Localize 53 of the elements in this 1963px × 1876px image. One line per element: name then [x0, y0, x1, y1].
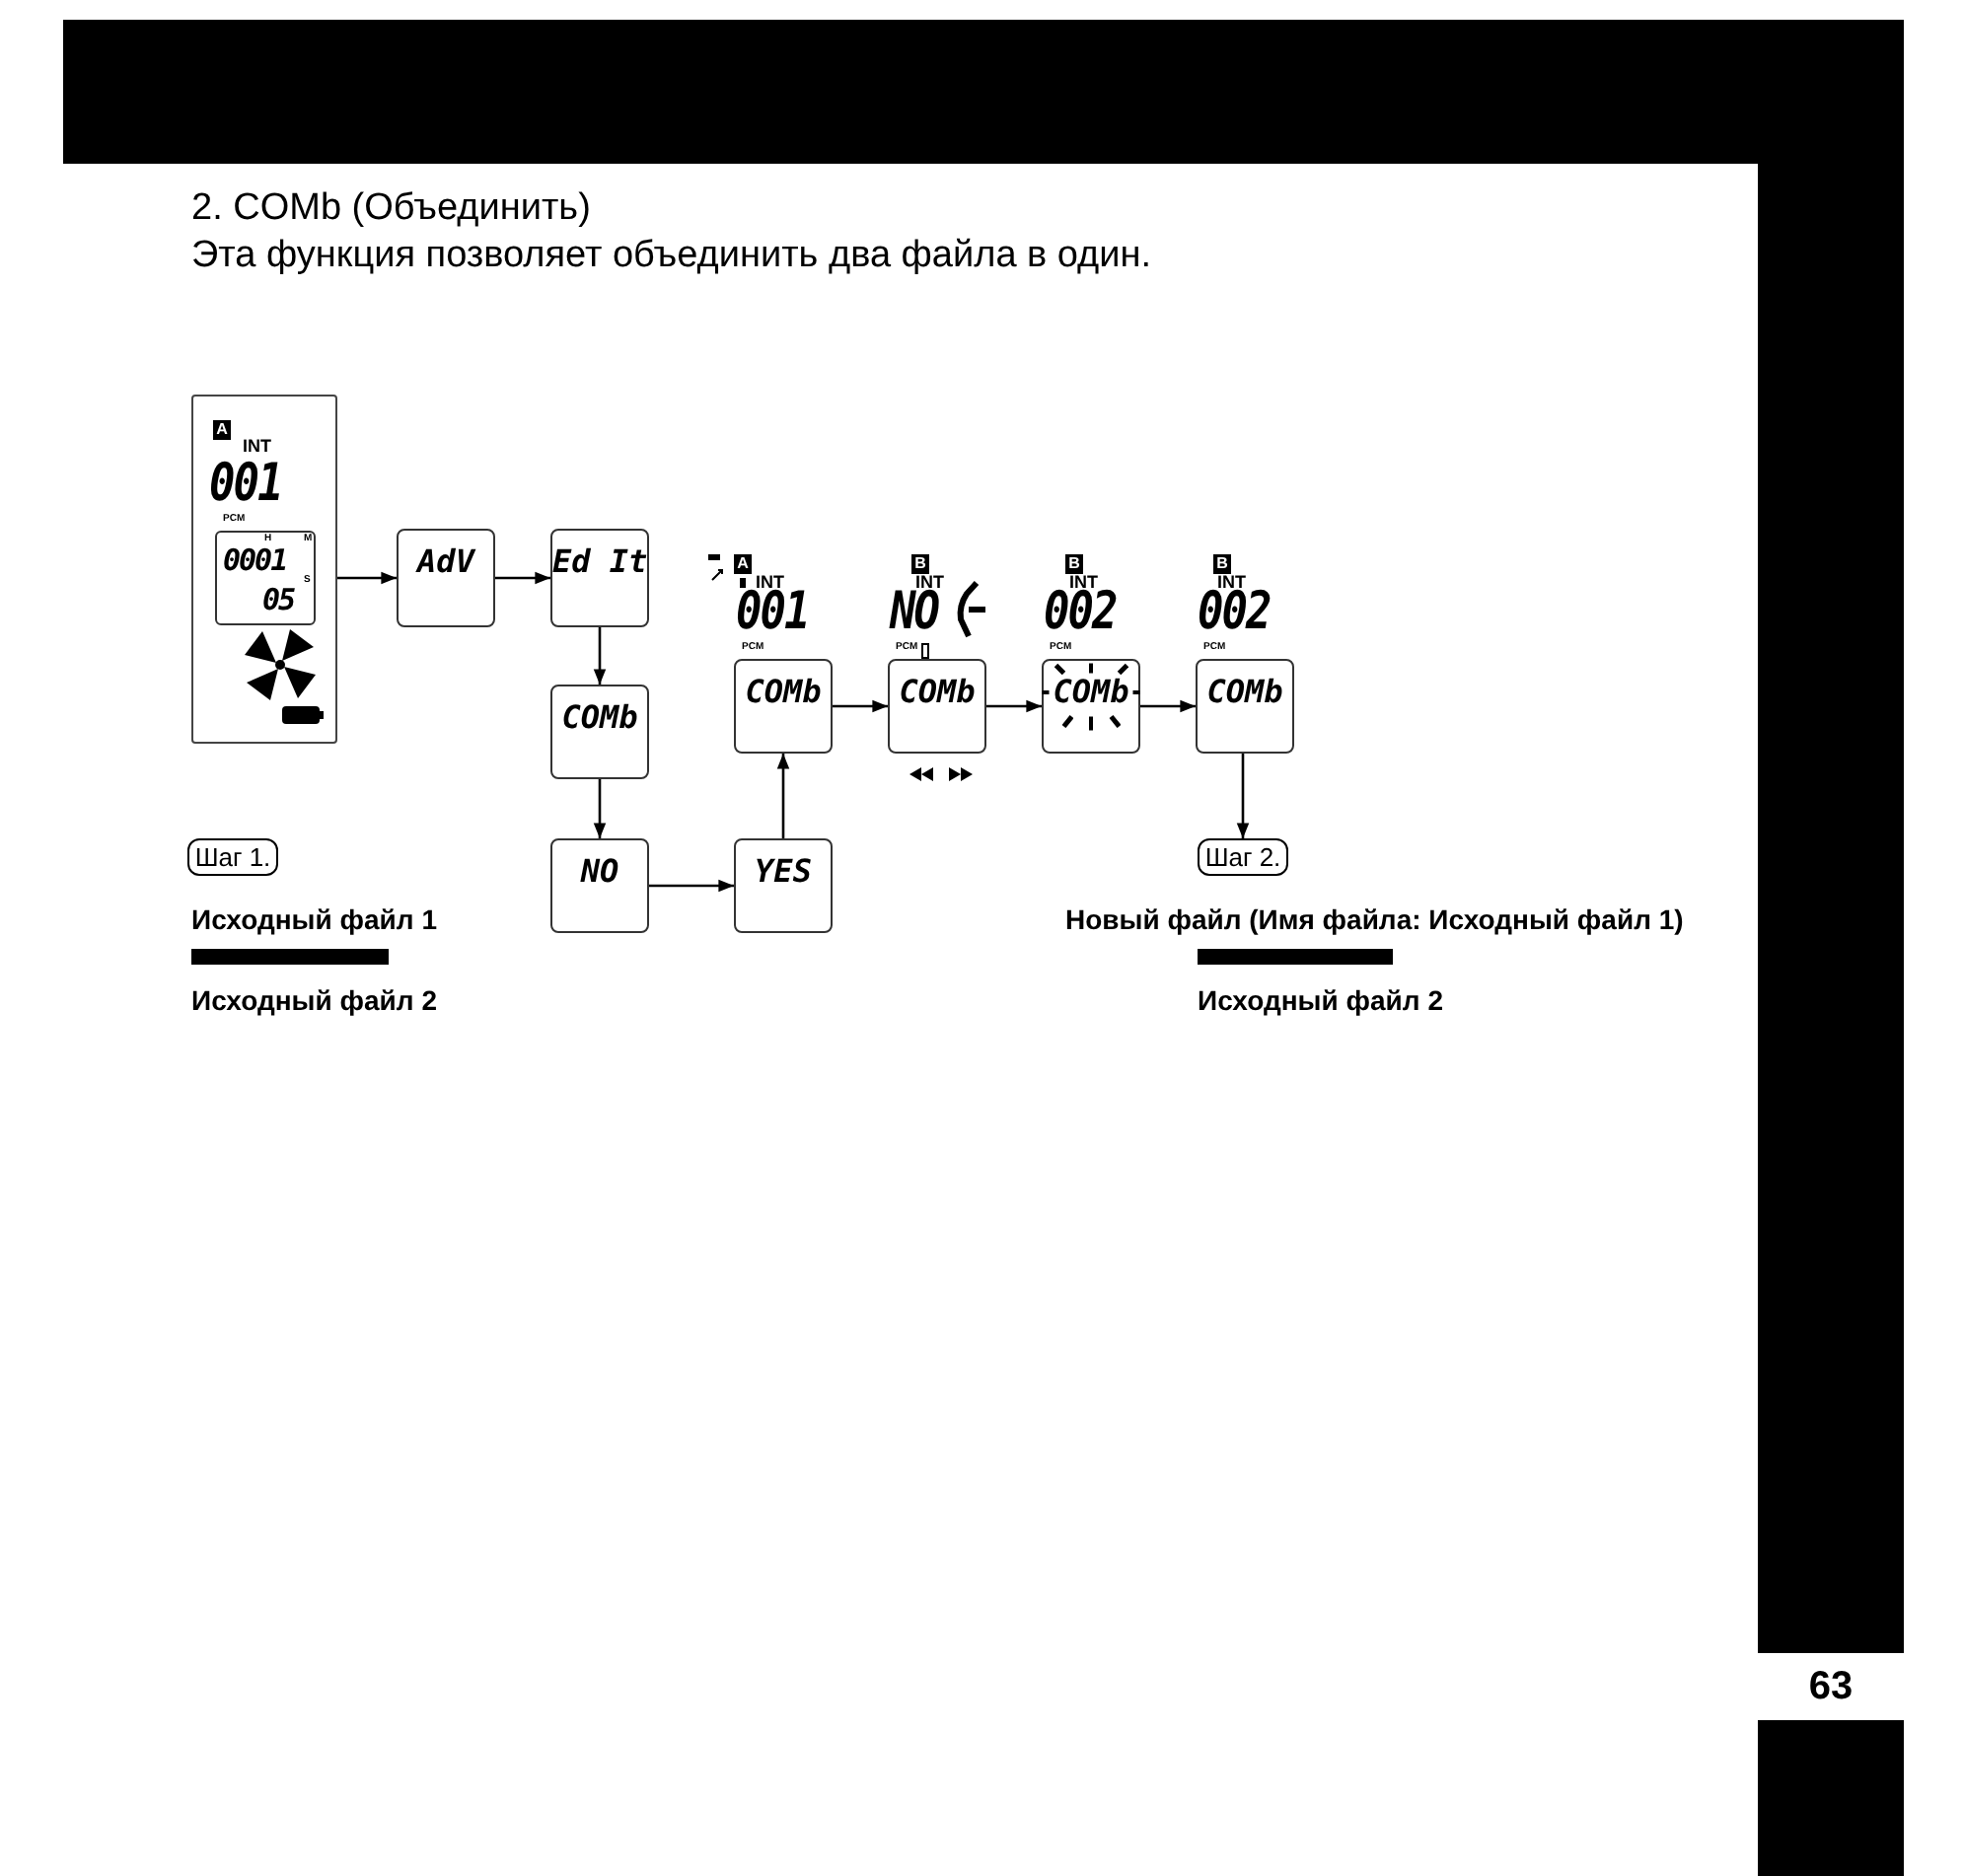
lcd-screen: [397, 529, 495, 627]
lcd-text: COMb: [745, 677, 822, 708]
time-display: [215, 531, 316, 625]
arrow: [593, 779, 607, 838]
arrow: [649, 879, 734, 893]
lcd-text: YES: [755, 856, 812, 888]
lcd-label: INT: [756, 574, 784, 592]
step-tag: Шаг 2.: [1198, 838, 1288, 876]
device-display: [191, 395, 337, 744]
lcd-label: INT: [1217, 574, 1246, 592]
folder-letter: A: [213, 420, 231, 440]
folder-letter: B: [1065, 554, 1083, 574]
step-tag: Шаг 1.: [187, 838, 278, 876]
lcd-screen: [550, 838, 649, 933]
lcd-label: INT: [243, 438, 271, 456]
description-text: Эта функция позволяет объединить два файла в один.: [191, 237, 1152, 274]
lcd-screen: [550, 685, 649, 779]
file-label: Исходный файл 2: [191, 986, 437, 1014]
lcd-digits: 05: [262, 586, 295, 615]
lcd-screen: [734, 838, 833, 933]
arrow: [593, 627, 607, 685]
arrow: [986, 699, 1042, 713]
arrow: [337, 571, 397, 585]
lcd-text: COMb: [1053, 677, 1129, 708]
arrow: [495, 571, 550, 585]
page-title: 2. COMb (Объединить): [191, 189, 591, 227]
lcd-label: INT: [1069, 574, 1098, 592]
page-number: 63: [1758, 1653, 1904, 1720]
lcd-digits: NO: [890, 588, 938, 640]
folder-letter: B: [1213, 554, 1231, 574]
arrow: [1236, 754, 1250, 838]
file-label: Исходный файл 1: [191, 905, 437, 933]
lcd-digits: 001: [209, 460, 282, 512]
arrow: [776, 754, 790, 838]
lcd-text: COMb: [1206, 677, 1283, 708]
folder-letter: A: [734, 554, 752, 574]
lcd-digits: 0001: [223, 546, 287, 576]
file-label: Новый файл (Имя файла: Исходный файл 1): [1065, 905, 1684, 933]
arrow: [1140, 699, 1196, 713]
lcd-digits: 002: [1198, 588, 1271, 640]
file-label: Исходный файл 2: [1198, 986, 1443, 1014]
lcd-digits: 001: [736, 588, 809, 640]
lcd-text: AdV: [417, 546, 474, 578]
lcd-screen: [550, 529, 649, 627]
lcd-label: INT: [915, 574, 944, 592]
lcd-digits: 002: [1044, 588, 1117, 640]
arrow: [833, 699, 888, 713]
side-tab: [1758, 164, 1904, 1876]
lcd-text: COMb: [899, 677, 976, 708]
folder-letter: B: [911, 554, 929, 574]
lcd-text: Ed It: [552, 546, 648, 578]
lcd-text: COMb: [561, 702, 638, 734]
lcd-text: NO: [580, 856, 619, 888]
